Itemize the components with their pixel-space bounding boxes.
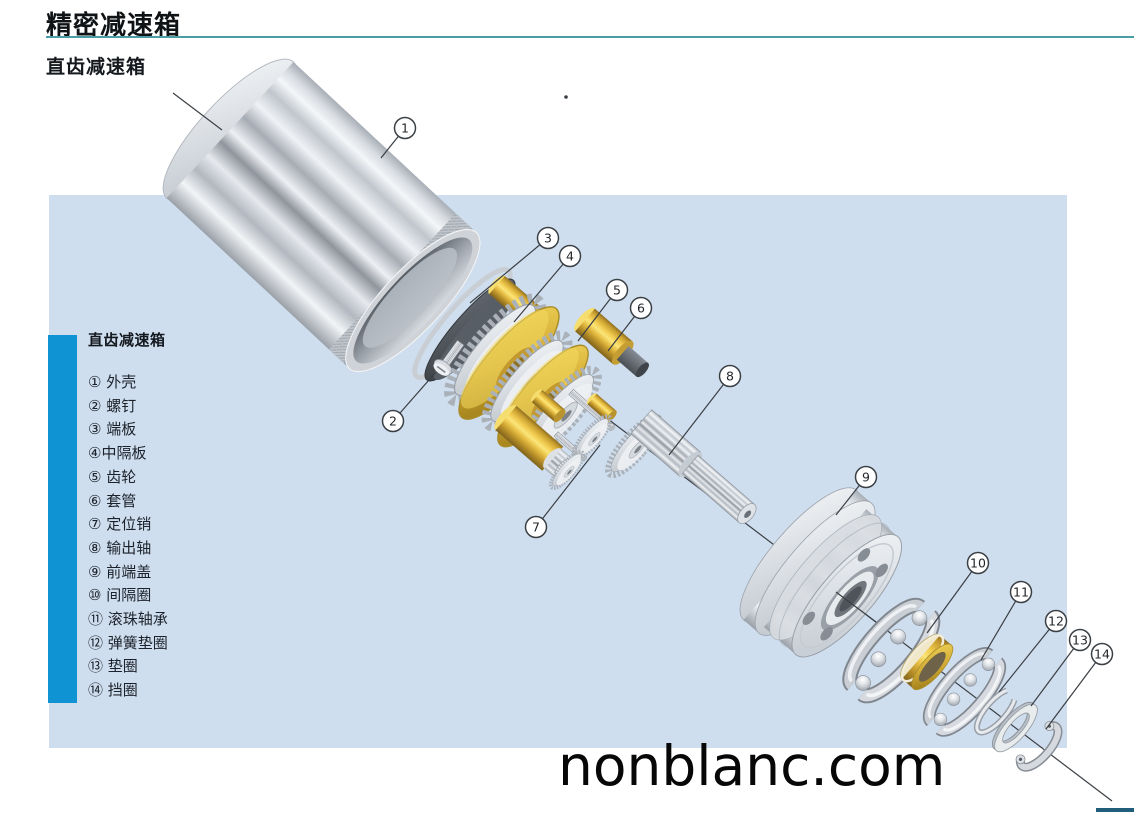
- title-underline: [46, 36, 1134, 38]
- part-item: ⑦ 定位销: [88, 515, 152, 534]
- parts-list-heading: 直齿减速箱: [88, 331, 166, 349]
- callout-circle-5: [605, 278, 629, 302]
- leader-line-10: [926, 562, 979, 634]
- front-cover-illustration: [739, 487, 903, 658]
- callout-number-7: 7: [532, 520, 540, 535]
- spacer-ring-illustration: [900, 633, 954, 691]
- part-item: ⑧ 输出轴: [88, 538, 152, 557]
- part-item: ⑬ 垫圈: [88, 657, 138, 676]
- housing-illustration: [162, 58, 481, 373]
- callout-circle-2: [381, 409, 405, 433]
- callout-number-8: 8: [726, 369, 734, 384]
- callout-number-13: 13: [1072, 633, 1088, 648]
- part-item: ⑭ 挡圈: [88, 681, 138, 700]
- callout-number-4: 4: [566, 249, 574, 264]
- part-item: ⑤ 齿轮: [88, 467, 137, 486]
- leader-line-3: [469, 237, 549, 304]
- callout-circle-1: [393, 116, 417, 140]
- part-item: ① 外壳: [88, 373, 137, 391]
- callout-circle-8: [718, 364, 742, 388]
- sleeve-with-tip-illustration: [574, 308, 649, 378]
- part-item: ④中隔板: [88, 444, 147, 463]
- leader-line-8: [668, 375, 731, 456]
- part-item: ② 螺钉: [88, 396, 137, 415]
- callout-number-12: 12: [1048, 614, 1064, 629]
- leader-line-4: [513, 255, 571, 323]
- sidebar-accent-bar: [48, 335, 77, 703]
- callout-circle-10: [966, 551, 990, 575]
- spring-washer-illustration: [973, 687, 1018, 736]
- callout-circle-14: [1090, 642, 1114, 666]
- footer-corner-line: [1096, 808, 1134, 812]
- output-shaft-illustration: [630, 409, 757, 524]
- part-item: ⑫ 弹簧垫圈: [88, 633, 168, 652]
- leader-line-11: [980, 591, 1022, 661]
- subtitle-leader-line: [172, 92, 223, 131]
- callout-circle-11: [1009, 580, 1033, 604]
- screw-illustration: [433, 339, 465, 376]
- leader-line-13: [1030, 639, 1081, 707]
- callout-circle-9: [854, 465, 878, 489]
- callout-number-14: 14: [1094, 647, 1110, 662]
- subtitle: 直齿减速箱: [46, 56, 147, 78]
- callout-circle-7: [524, 515, 548, 539]
- leader-line-7: [535, 444, 601, 528]
- retaining-ring-illustration: [1015, 721, 1063, 772]
- callout-circle-12: [1044, 609, 1068, 633]
- callout-number-9: 9: [862, 470, 870, 485]
- part-item: ③ 端板: [88, 420, 137, 439]
- callout-number-11: 11: [1013, 585, 1029, 600]
- leader-line-14: [1045, 653, 1103, 730]
- callout-circle-4: [558, 244, 582, 268]
- sleeve-illustration: [586, 393, 617, 422]
- part-item: ⑩ 间隔圈: [88, 586, 152, 605]
- gearbox-artwork: [162, 58, 1063, 772]
- parts-list-items: ① 外壳 ② 螺钉 ③ 端板 ④中隔板 ⑤ 齿轮 ⑥ 套管 ⑦ 定位销 ⑧ 输出轴 ⑨ 前端盖 ⑩…: [88, 371, 168, 703]
- part-item: ⑨ 前端盖: [88, 562, 152, 581]
- leader-line-12: [998, 620, 1057, 693]
- sleeve-illustration: [531, 389, 566, 423]
- watermark-text: nonblanc.com: [558, 734, 946, 798]
- callout-number-5: 5: [613, 283, 621, 298]
- callout-circle-3: [536, 226, 560, 250]
- center-axis-line: [835, 591, 885, 629]
- axis-over-cover-layer: [835, 591, 885, 629]
- callout-number-10: 10: [970, 556, 986, 571]
- callout-circle-6: [629, 296, 653, 320]
- part-item: ⑪ 滚珠轴承: [88, 610, 168, 629]
- parts-list: 直齿减速箱 ① 外壳 ② 螺钉 ③ 端板 ④中隔板 ⑤ 齿轮 ⑥ 套管 ⑦ 定位销 ⑧ 输出轴…: [88, 329, 168, 703]
- callout-number-2: 2: [389, 414, 397, 429]
- callout-number-3: 3: [544, 231, 552, 246]
- part-item: ⑥ 套管: [88, 491, 137, 510]
- callout-number-6: 6: [637, 301, 645, 316]
- callout-number-1: 1: [401, 121, 409, 136]
- callout-circle-13: [1068, 628, 1092, 652]
- print-dot: [564, 95, 568, 99]
